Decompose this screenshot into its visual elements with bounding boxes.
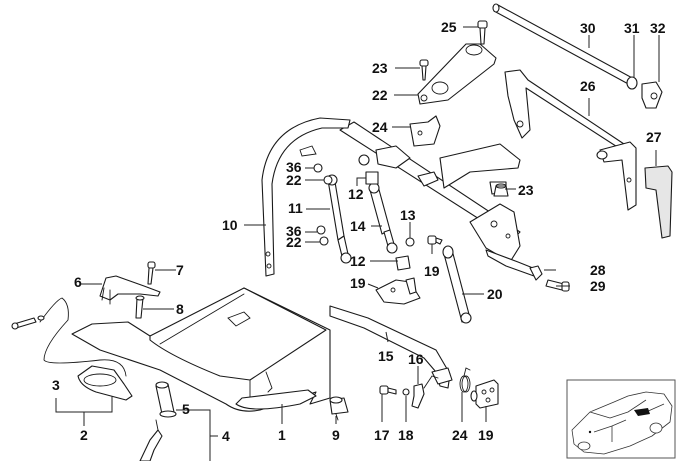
callout-25: 22 [372,87,388,103]
callout-11: 11 [288,200,303,216]
bumper-23 [493,183,509,197]
callout-23: 23 [518,182,534,198]
callout-12-upper: 12 [348,186,364,202]
washers-22-36 [313,163,333,246]
callout-35: 32 [650,20,666,36]
arch-bar-10 [261,117,351,277]
callout-14: 14 [350,218,366,234]
vehicle-location-inset [566,379,676,459]
spring-24 [459,367,471,393]
callout-17: 17 [374,427,390,443]
callout-27: 24 [372,119,388,135]
washer-18 [402,388,410,396]
callout-16: 16 [408,351,424,367]
callout-26: 23 [372,60,388,76]
callout-2: 2 [80,427,88,443]
callout-36-upper: 36 [286,159,302,175]
callout-21: 20 [487,286,503,302]
callout-28: 25 [441,19,457,35]
pin-8 [135,295,145,319]
callout-9: 9 [332,427,340,443]
callout-18: 18 [398,427,414,443]
plate-25 [417,43,497,105]
bracket-16 [411,375,439,409]
callout-5: 5 [182,401,190,417]
handle-6 [99,275,161,305]
callout-1: 1 [278,427,286,443]
callout-29: 26 [580,78,596,94]
clip-27 [409,115,441,147]
callout-30: 27 [646,129,662,145]
callout-15: 15 [378,348,394,364]
link-21 [442,245,472,324]
bumper-9 [329,396,349,421]
housing-4 [139,419,163,461]
bolt-17 [379,385,397,395]
callout-19-upper: 19 [350,275,366,291]
callout-24: 24 [452,427,468,443]
cover-30 [644,165,673,239]
clips-12-13 [365,171,415,271]
callout-31: 28 [590,262,606,278]
leader-lines [55,26,660,461]
callout-8: 8 [176,301,184,317]
bolt-26 [419,59,429,81]
glove-box-1 [71,287,331,412]
callout-3: 3 [52,377,60,393]
callout-32: 29 [590,278,606,294]
hinge-19-lower [470,379,499,409]
bolt-7 [147,261,156,285]
hinge-19-upper [375,277,421,305]
lever-15 [329,305,453,389]
callout-33: 30 [580,20,596,36]
cable-3 [11,297,127,377]
callout-20: 19 [424,263,440,279]
bracket-29 [504,69,637,211]
callout-labels: 25 23 22 24 30 31 32 26 27 23 36 22 11 3… [52,19,666,444]
switch-5 [155,381,177,418]
cap-35 [641,81,663,109]
lamp-2 [77,365,133,401]
callout-36-lower: 36 [286,223,302,239]
strut-14 [368,182,398,254]
callout-22-lower: 22 [286,234,302,250]
callout-4: 4 [222,428,230,444]
callout-10: 10 [222,217,238,233]
callout-19-lower: 19 [478,427,494,443]
callout-22-upper: 22 [286,172,302,188]
callout-7: 7 [176,262,184,278]
callout-13: 13 [400,207,416,223]
washer-34 [626,76,638,90]
bolt-28 [477,20,488,45]
clip-31 [529,265,543,281]
callout-6: 6 [74,274,82,290]
callout-12-lower: 12 [350,253,366,269]
bolt-20 [427,235,443,245]
callout-34: 31 [624,20,640,36]
